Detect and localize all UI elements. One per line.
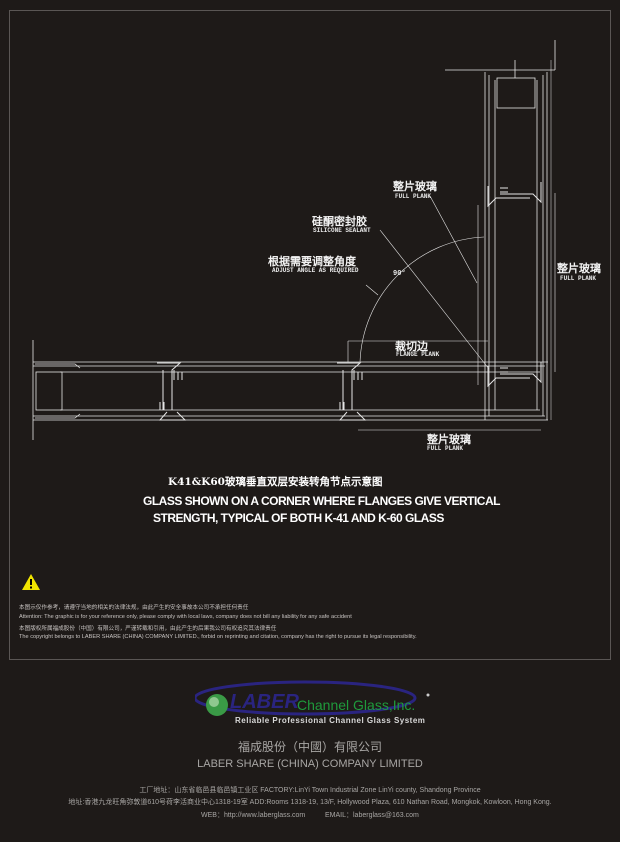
vertical-glass-wall [445, 40, 556, 420]
logo-tagline: Reliable Professional Channel Glass Syst… [235, 716, 426, 725]
drawing-frame [9, 10, 611, 660]
drawing-title-en-2: STRENGTH, TYPICAL OF BOTH K-41 AND K-60 … [153, 511, 444, 525]
angle-label: 90° [393, 270, 406, 278]
label-full-plank-top-en: FULL PLANK [395, 193, 432, 200]
note-cn-2: 本图版权所属福成股份（中国）有限公司，严谨转载和引用，由此产生的后果我公司有权追… [19, 626, 277, 632]
email-link[interactable]: EMAIL：laberglass@163.com [325, 812, 419, 819]
joint-profiles [157, 182, 542, 421]
company-logo: LABER Channel Glass,Inc. Reliable Profes… [195, 678, 435, 738]
label-silicone-sealant-en: SILICONE SEALANT [313, 227, 371, 234]
label-flange-plank-en: FLANGE PLANK [396, 351, 440, 358]
dimension-lines [347, 193, 556, 431]
label-adjust-angle-cn: 根据需要调整角度 [268, 255, 356, 268]
factory-address: 工厂地址：山东省临邑县临邑镇工业区 FACTORY:LinYi Town Ind… [139, 787, 481, 794]
label-full-plank-top-cn: 整片玻璃 [393, 180, 437, 193]
warning-icon [22, 574, 40, 590]
label-adjust-angle-en: ADJUST ANGLE AS REQUIRED [272, 267, 359, 274]
note-en-2: The copyright belongs to LABER SHARE (CH… [19, 634, 417, 640]
label-full-plank-bottom-en: FULL PLANK [427, 445, 464, 452]
label-full-plank-bottom-cn: 整片玻璃 [427, 433, 471, 446]
website-link[interactable]: WEB：http://www.laberglass.com [201, 812, 306, 819]
label-full-plank-right-en: FULL PLANK [560, 275, 597, 282]
label-flange-plank-cn: 裁切边 [395, 340, 428, 353]
office-address: 地址:香港九龙旺角弥敦道610号荷李活商业中心1318-19室 ADD:Room… [68, 799, 552, 806]
label-silicone-sealant-cn: 硅酮密封胶 [312, 215, 367, 228]
horizontal-glass-wall [32, 340, 548, 440]
drawing-title-en-1: GLASS SHOWN ON A CORNER WHERE FLANGES GI… [143, 494, 500, 508]
drawing-title-cn: K41&K60玻璃垂直双层安装转角节点示意图 [168, 476, 383, 488]
note-cn-1: 本图示仅作参考，请遵守当地的相关的法律法规，由此产生的安全事故本公司不承担任何责… [19, 605, 249, 611]
label-full-plank-right-cn: 整片玻璃 [557, 262, 601, 275]
logo-brand: LABER [230, 691, 299, 713]
company-name-en: LABER SHARE (CHINA) COMPANY LIMITED [197, 758, 423, 770]
logo-name: Channel Glass,Inc. [297, 697, 416, 713]
company-name-cn: 福成股份（中國）有限公司 [237, 740, 382, 754]
note-en-1: Attention: The graphic is for your refer… [19, 614, 352, 620]
